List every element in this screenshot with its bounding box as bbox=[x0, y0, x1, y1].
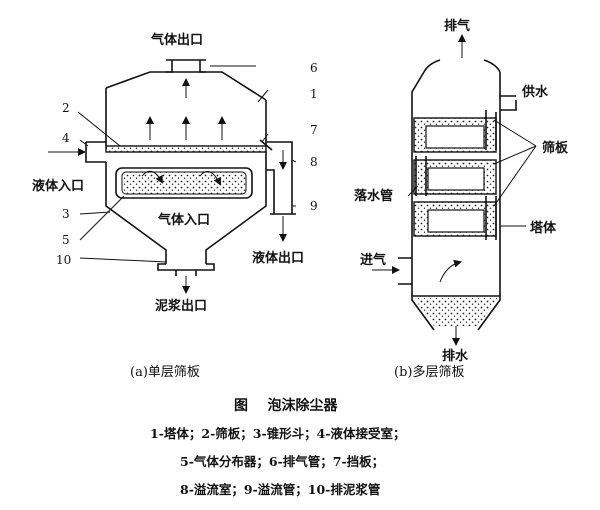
liquid-inlet-label: 液体入口 bbox=[32, 178, 84, 194]
part-number-4: 4 bbox=[62, 131, 70, 145]
gas-outlet-label: 气体出口 bbox=[151, 32, 203, 48]
legend-line-2: 5-气体分布器；6-排气管；7-挡板； bbox=[180, 454, 384, 469]
part-number-10: 10 bbox=[56, 253, 71, 267]
part-number-7: 7 bbox=[310, 123, 318, 137]
slurry-outlet-label: 泥浆出口 bbox=[155, 298, 207, 314]
part-number-6: 6 bbox=[310, 61, 318, 75]
subcaption-a: (a)单层筛板 bbox=[130, 365, 200, 380]
tower-body-label: 塔体 bbox=[530, 220, 557, 236]
downcomer-label: 落水管 bbox=[354, 188, 393, 204]
part-number-9: 9 bbox=[310, 199, 318, 213]
part-number-8: 8 bbox=[310, 155, 318, 169]
part-number-3: 3 bbox=[62, 207, 70, 221]
part-number-5: 5 bbox=[62, 233, 70, 247]
single-layer-collector-drawing bbox=[48, 59, 297, 294]
sieve-plate-label: 筛板 bbox=[542, 140, 569, 156]
part-number-1: 1 bbox=[310, 87, 318, 101]
figure-title: 图 泡沫除尘器 bbox=[234, 397, 338, 414]
liquid-outlet-label: 液体出口 bbox=[252, 250, 304, 266]
subcaption-b: (b)多层筛板 bbox=[394, 364, 464, 380]
gas-inlet-label: 气体入口 bbox=[158, 212, 210, 228]
multi-layer-collector-drawing bbox=[372, 34, 537, 346]
exhaust-label: 排气 bbox=[444, 18, 470, 34]
part-number-2: 2 bbox=[62, 101, 70, 115]
water-supply-label: 供水 bbox=[521, 84, 549, 100]
legend-line-3: 8-溢流室；9-溢流管；10-排泥浆管 bbox=[180, 482, 380, 497]
drain-label: 排水 bbox=[442, 348, 469, 364]
legend-line-1: 1-塔体；2-筛板；3-锥形斗；4-液体接受室； bbox=[150, 426, 406, 441]
gas-in-label: 进气 bbox=[360, 252, 386, 268]
